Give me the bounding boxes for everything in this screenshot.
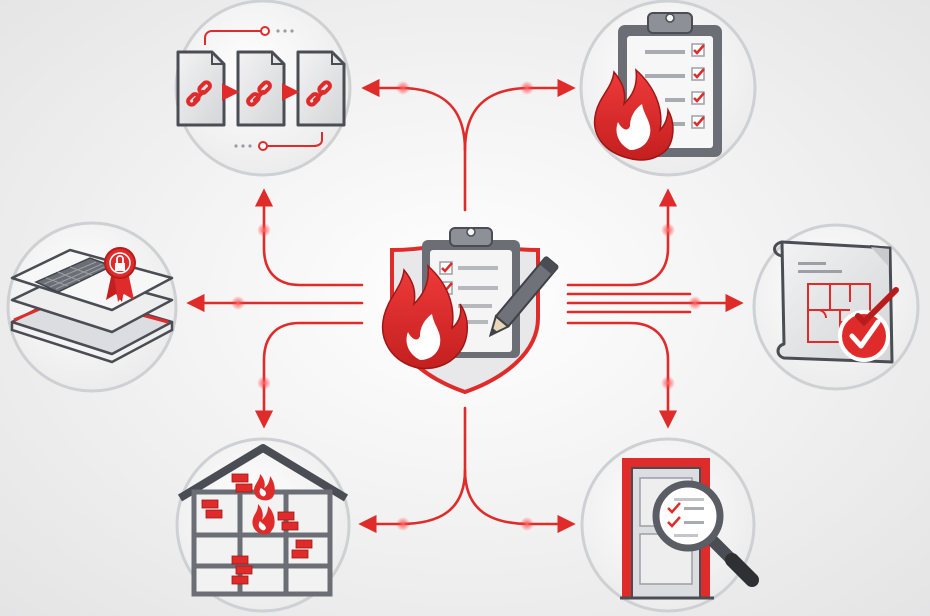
connector-bottom-fork <box>358 406 467 534</box>
connector-top-fork <box>361 78 467 212</box>
node-compartmentation <box>175 437 351 613</box>
center-fire-safety-checklist-icon <box>381 227 559 395</box>
fire-checklist-clipboard-icon <box>593 12 722 161</box>
connector-bottom-fork-right <box>463 468 576 534</box>
connector-lower-right <box>566 321 678 429</box>
connector-glow-dots <box>231 81 702 531</box>
connector-lines <box>186 78 744 534</box>
node-certified-layers <box>6 221 178 393</box>
approved-floor-plan-icon <box>773 240 899 364</box>
fire-compartment-house-icon <box>177 444 349 597</box>
node-document-chain <box>174 0 352 177</box>
linked-documents-icon <box>176 26 346 151</box>
node-fire-checklist <box>579 0 757 177</box>
connector-upper-left <box>254 188 364 287</box>
node-plan-approved <box>752 223 920 391</box>
certified-building-layers-icon <box>10 247 174 364</box>
connector-lower-left <box>254 321 364 429</box>
node-door-inspection <box>580 437 759 613</box>
connector-upper-right <box>566 188 678 287</box>
connector-top-fork-right <box>463 78 576 152</box>
fire-door-inspection-icon <box>620 458 759 600</box>
